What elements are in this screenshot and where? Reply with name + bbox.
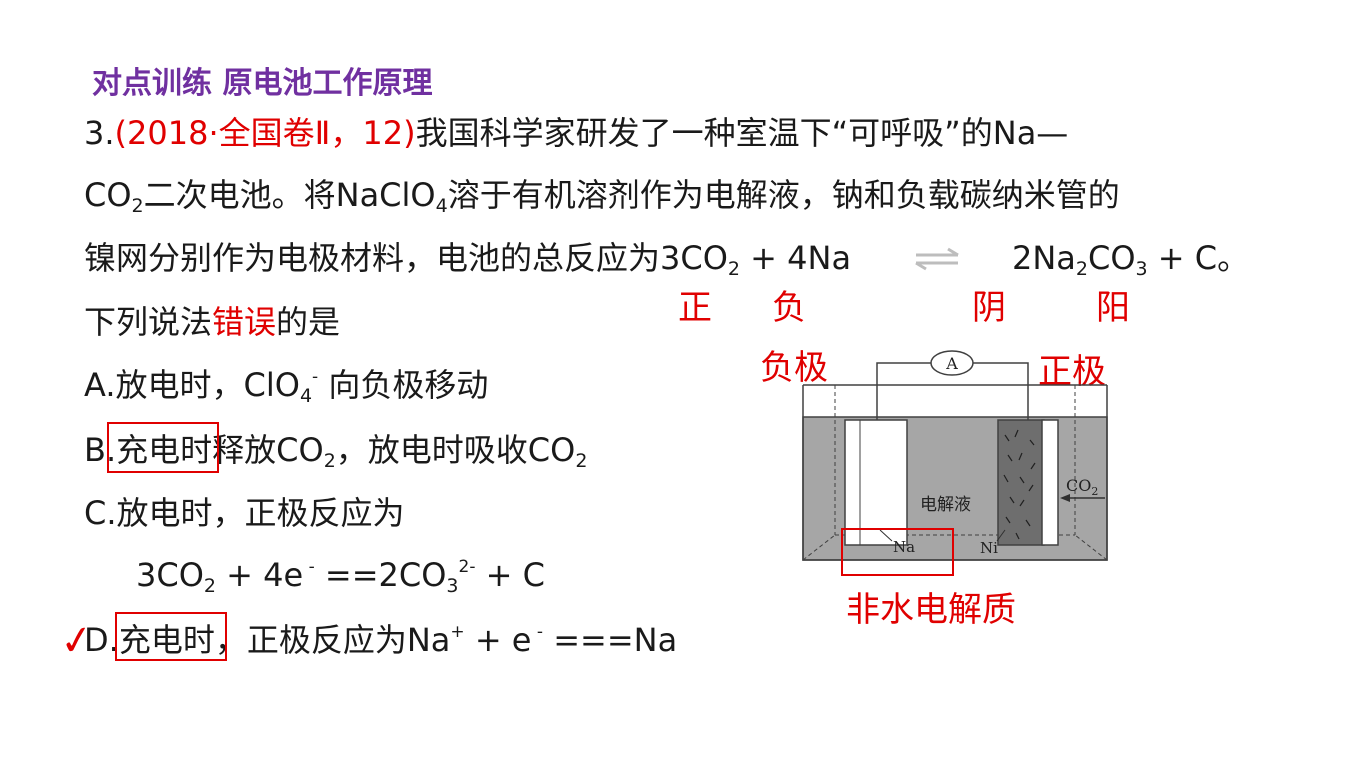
subscript: 2 (1075, 258, 1088, 280)
ammeter-icon (930, 350, 974, 376)
superscript: - (531, 622, 544, 642)
option-text: A.放电时，ClO (84, 366, 300, 404)
subscript: 4 (435, 195, 448, 217)
option-text: 充电时 (118, 621, 215, 659)
sodium-electrode (844, 419, 908, 546)
highlight-box-b (107, 422, 219, 473)
label-yin: 阴 (972, 288, 1006, 328)
label-negative-electrode: 负极 (760, 348, 828, 388)
option-text: + e (464, 621, 532, 659)
stem-text: CO (84, 176, 132, 214)
equation-text: + C (475, 556, 545, 594)
superscript: - (312, 367, 319, 387)
question-line-3: 镍网分别作为电极材料，电池的总反应为3CO2 + 4Na (84, 238, 852, 280)
superscript: 2- (458, 557, 476, 577)
co2-label: CO2 (1066, 476, 1098, 498)
emphasis-text: 错误 (212, 303, 277, 341)
label-fu: 负 (772, 288, 806, 328)
option-text: ===Na (543, 621, 678, 659)
label-yang: 阳 (1096, 288, 1130, 328)
option-text: 释放CO (212, 431, 324, 469)
question-line-1: 3.(2018·全国卷Ⅱ，12)我国科学家研发了一种室温下“可呼吸”的Na— (84, 113, 1068, 153)
stem-text: 下列说法 (84, 303, 213, 341)
option-a: A.放电时，ClO4- 向负极移动 (84, 365, 489, 407)
subscript: 4 (299, 385, 313, 407)
subscript: 2 (727, 258, 740, 280)
label-zheng: 正 (678, 288, 712, 328)
ni-label: Ni (980, 539, 998, 557)
superscript: + (450, 622, 465, 642)
option-b: B.充电时释放CO2，放电时吸收CO2 (84, 430, 588, 472)
option-c-equation: 3CO2 + 4e - ==2CO32- + C (136, 555, 545, 597)
battery-diagram: A 电解液 CO2 Na Ni (802, 350, 1108, 561)
question-stem-1: 我国科学家研发了一种室温下“可呼吸”的Na— (415, 114, 1069, 152)
subscript: 2 (131, 195, 144, 217)
equation-text: 3CO (136, 556, 204, 594)
option-d: D.充电时，正极反应为Na+ + e - ===Na (84, 620, 677, 660)
stem-text: 镍网分别作为电极材料，电池的总反应为3CO (84, 239, 728, 277)
ammeter-label: A (945, 354, 958, 373)
stem-text: CO (1088, 239, 1136, 277)
subscript: 2 (575, 450, 588, 472)
highlight-box-d (115, 612, 227, 661)
subscript: 3 (446, 575, 459, 597)
equation-text: + 4e (215, 556, 304, 594)
question-source: (2018·全国卷Ⅱ，12) (114, 114, 416, 152)
highlight-box-electrolyte (841, 528, 954, 576)
reversible-arrow-icon (915, 247, 959, 271)
co2-text: CO (1066, 476, 1091, 495)
stem-text: + 4Na (740, 239, 852, 277)
option-c: C.放电时，正极反应为 (84, 494, 405, 532)
equation-text: ==2CO (314, 556, 447, 594)
stem-text: 二次电池。将NaClO (143, 176, 436, 214)
co2-subscript: 2 (1091, 485, 1098, 498)
stem-text: 的是 (276, 303, 341, 341)
question-line-3-product: 2Na2CO3 + C。 (1012, 238, 1250, 280)
question-line-2: CO2二次电池。将NaClO4溶于有机溶剂作为电解液，钠和负载碳纳米管的 (84, 175, 1120, 217)
subscript: 2 (323, 450, 336, 472)
option-text: ，正极反应为Na (214, 621, 451, 659)
option-text: 向负极移动 (318, 366, 489, 404)
stem-text: 溶于有机溶剂作为电解液，钠和负载碳纳米管的 (447, 176, 1120, 214)
check-mark-icon: ✓ (56, 615, 97, 667)
na-label: Na (893, 538, 915, 556)
subscript: 2 (203, 575, 216, 597)
option-text: 充电时 (116, 431, 213, 469)
question-number: 3. (84, 114, 115, 152)
stem-text: + C。 (1147, 239, 1250, 277)
option-text: B. (84, 431, 117, 469)
page-title: 对点训练 原电池工作原理 (92, 66, 433, 101)
option-text: D. (84, 621, 119, 659)
subscript: 3 (1135, 258, 1148, 280)
nickel-electrode (997, 419, 1045, 546)
label-nonaqueous-electrolyte: 非水电解质 (846, 590, 1016, 630)
electrolyte-label: 电解液 (920, 495, 971, 515)
option-text: ，放电时吸收CO (335, 431, 576, 469)
stem-text: 2Na (1012, 239, 1076, 277)
arrow-icon (1060, 494, 1070, 502)
superscript: - (303, 557, 315, 577)
question-line-4: 下列说法错误的是 (84, 302, 340, 342)
